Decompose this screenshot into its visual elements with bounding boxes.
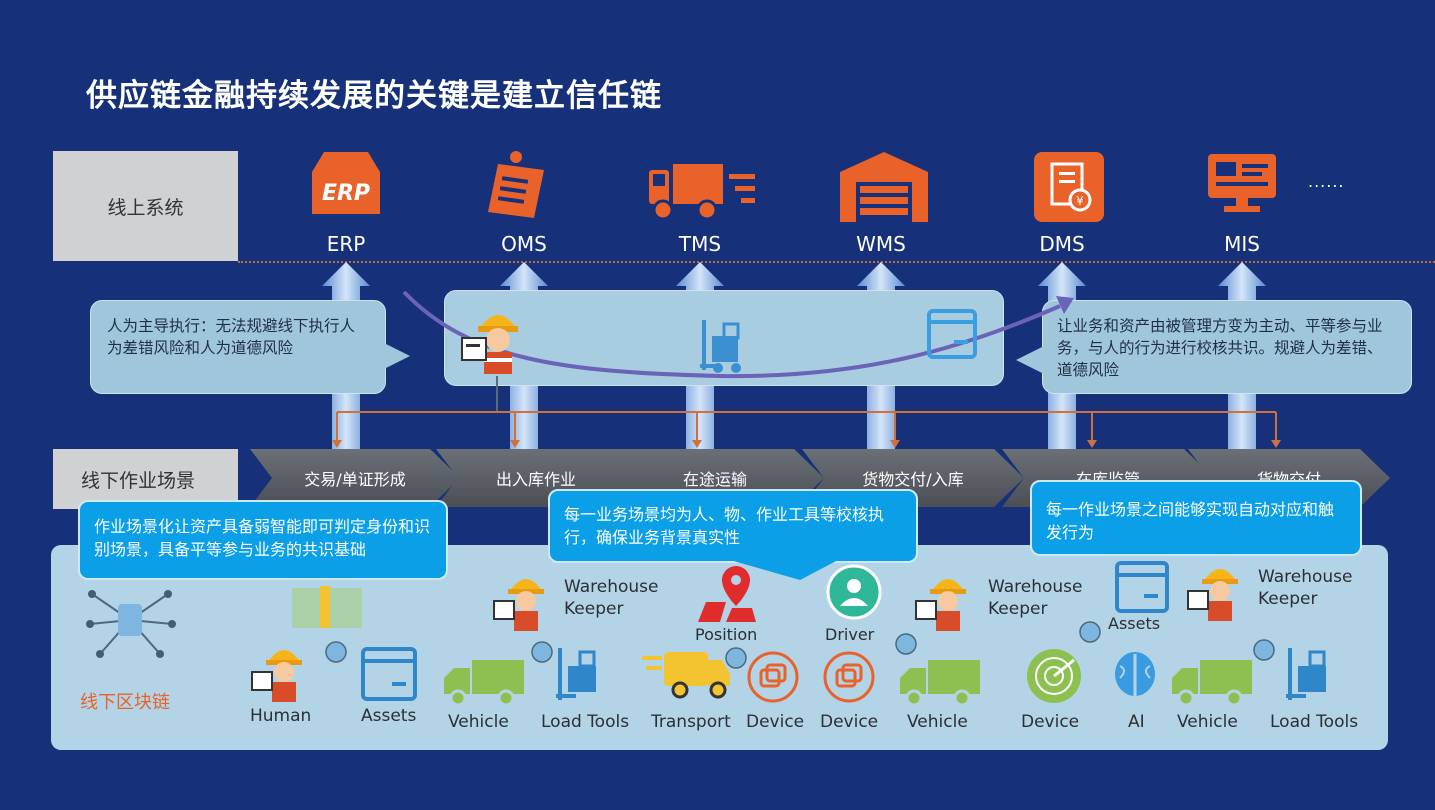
system-label-mis: MIS — [1224, 232, 1260, 256]
ai-label: AI — [1128, 712, 1145, 732]
divider-line — [238, 261, 1435, 263]
stage-label: 在途运输 — [682, 470, 747, 489]
transport-label: Transport — [651, 712, 731, 732]
vehicle-icon-2 — [900, 660, 980, 707]
position-label: Position — [695, 625, 758, 644]
device-icon-2 — [823, 651, 875, 703]
assets-box-icon-2 — [1115, 561, 1169, 613]
assets-label-top: Assets — [1108, 614, 1161, 633]
system-label-tms: TMS — [678, 232, 722, 256]
warehouse-keeper-icon-1 — [493, 579, 544, 631]
callout-left: 作业场景化让资产具备弱智能即可判定身份和识别场景，具备平等参与业务的共识基础 — [78, 500, 448, 580]
online-systems-label: 线上系统 — [53, 151, 238, 261]
right-bubble-tail — [1016, 346, 1044, 374]
more-systems-ellipsis: ...... — [1308, 172, 1345, 191]
warehouse-keeper-icon-3 — [1187, 569, 1238, 621]
key-map-icon — [292, 586, 362, 628]
driver-icon — [826, 564, 882, 620]
assets-box-icon — [361, 647, 417, 701]
callout-center-tail — [730, 560, 838, 580]
device-label-2: Device — [820, 712, 879, 732]
vehicle-label-2: Vehicle — [907, 712, 968, 732]
svg-text:¥: ¥ — [1076, 194, 1084, 208]
dms-icon: ¥ — [1034, 152, 1104, 222]
device-icon-1 — [747, 651, 799, 703]
left-note-bubble: 人为主导执行：无法规避线下执行人为差错风险和人为道德风险 — [90, 300, 386, 394]
left-bubble-tail — [382, 342, 410, 370]
right-note-text: 让业务和资产由被管理方变为主动、平等参与业务，与人的行为进行校核共识。规避人为差… — [1057, 317, 1383, 379]
callout-center-text: 每一业务场景均为人、物、作业工具等校核执行，确保业务背景真实性 — [564, 505, 885, 547]
truck-icon — [649, 164, 755, 221]
stage-label: 货物交付/入库 — [862, 470, 964, 489]
offline-scenes-label: 线下作业场景 — [53, 449, 238, 509]
left-note-text: 人为主导执行：无法规避线下执行人为差错风险和人为道德风险 — [107, 317, 356, 357]
callout-right: 每一作业场景之间能够实现自动对应和触发行为 — [1030, 480, 1362, 556]
system-label-erp: ERP — [326, 232, 366, 256]
human-label: Human — [250, 706, 312, 726]
forklift-icon — [700, 320, 741, 373]
callout-left-text: 作业场景化让资产具备弱智能即可判定身份和识别场景，具备平等参与业务的共识基础 — [94, 517, 431, 559]
svg-text:ERP: ERP — [322, 181, 370, 206]
vehicle-icon-1 — [444, 660, 524, 707]
vehicle-icon-3 — [1172, 660, 1252, 707]
load-tools-label-2: Load Tools — [1270, 712, 1359, 732]
chain-node-1 — [325, 621, 1275, 669]
vehicle-label-1: Vehicle — [448, 712, 509, 732]
stage-trade: 交易/单证形成 — [250, 449, 460, 507]
warehouse-keeper-label-2: Warehouse Keeper — [988, 577, 1083, 619]
transport-van-icon — [642, 652, 730, 699]
driver-label: Driver — [825, 625, 875, 644]
warehouse-icon — [840, 152, 928, 222]
erp-icon: ERP — [312, 152, 380, 214]
callout-right-text: 每一作业场景之间能够实现自动对应和触发行为 — [1046, 500, 1335, 542]
warehouse-keeper-icon-2 — [915, 579, 966, 631]
warehouse-keeper-label-1: Warehouse Keeper — [564, 577, 659, 619]
load-tools-icon-1 — [556, 648, 596, 700]
stage-label: 出入库作业 — [495, 470, 576, 489]
human-worker-icon — [251, 650, 302, 702]
system-label-oms: OMS — [501, 232, 547, 256]
vehicle-label-3: Vehicle — [1177, 712, 1238, 732]
device-label-3: Device — [1021, 712, 1080, 732]
system-label-dms: DMS — [1039, 232, 1085, 256]
callout-center: 每一业务场景均为人、物、作业工具等校核执行，确保业务背景真实性 — [548, 489, 918, 563]
right-note-bubble: 让业务和资产由被管理方变为主动、平等参与业务，与人的行为进行校核共识。规避人为差… — [1042, 300, 1412, 394]
radar-device-icon — [1027, 649, 1081, 703]
worker-icon — [461, 315, 518, 374]
monitor-icon — [1208, 154, 1276, 212]
device-label-1: Device — [746, 712, 805, 732]
box-icon — [927, 309, 977, 359]
assets-label: Assets — [361, 706, 417, 726]
offline-blockchain-label: 线下区块链 — [80, 692, 170, 713]
position-pin-icon — [698, 566, 756, 622]
stage-label: 交易/单证形成 — [304, 470, 406, 489]
oms-icon — [488, 151, 544, 218]
system-label-wms: WMS — [856, 232, 906, 256]
blockchain-network-icon — [86, 590, 176, 658]
warehouse-keeper-label-3: Warehouse Keeper — [1258, 567, 1353, 609]
page-title: 供应链金融持续发展的关键是建立信任链 — [86, 78, 662, 114]
load-tools-icon-2 — [1286, 648, 1326, 700]
ai-brain-icon — [1115, 652, 1155, 696]
load-tools-label-1: Load Tools — [541, 712, 630, 732]
